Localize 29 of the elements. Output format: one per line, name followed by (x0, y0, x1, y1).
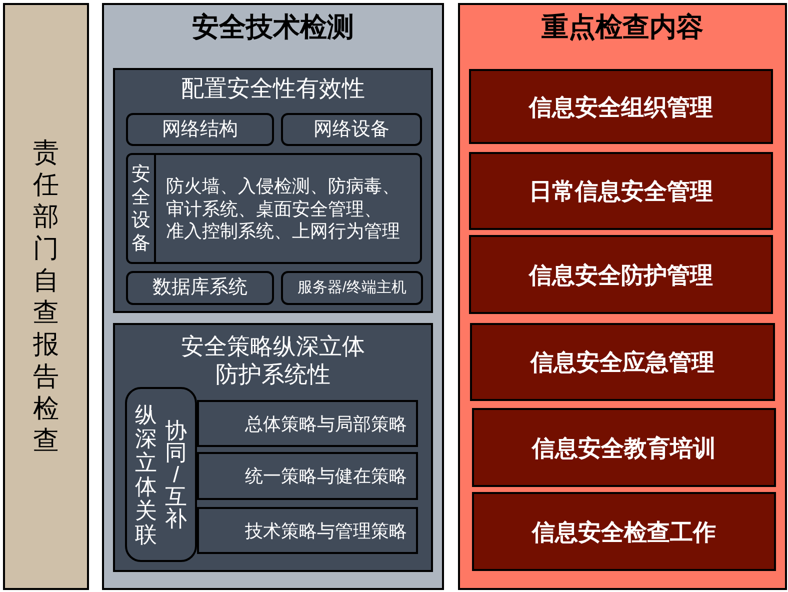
panel (102, 3, 444, 590)
item-box: 技术策略与管理策略 (197, 507, 418, 554)
item-box: 统一策略与健在策略 (197, 452, 418, 500)
side-label: 安全设备 (128, 155, 156, 262)
item-box: 信息安全教育培训 (472, 408, 776, 487)
panel (458, 3, 787, 590)
panel-title: 重点检查内容 (542, 11, 704, 43)
vertical-text: 纵深立体关联 (134, 402, 158, 546)
item-box: 信息安全检查工作 (472, 492, 776, 571)
item-box: 信息安全防护管理 (469, 235, 773, 314)
item-box: 信息安全应急管理 (470, 323, 775, 401)
section-panel (113, 68, 433, 313)
item-box: 总体策略与局部策略 (197, 400, 418, 447)
item-box: 网络结构 (126, 113, 274, 146)
item-box (126, 153, 422, 264)
item-box: 网络设备 (281, 113, 422, 146)
vertical-text: 协同/互补 (164, 420, 188, 530)
item-box: 数据库系统 (126, 271, 274, 305)
item-box: 服务器/终端主机 (281, 271, 423, 305)
rounded-box (125, 387, 197, 562)
section-title: 配置安全性有效性 (181, 74, 365, 102)
band-title: 责任部门自查报告检查 (32, 136, 60, 456)
item-box: 信息安全组织管理 (469, 69, 773, 144)
side-band (3, 3, 89, 590)
description-text: 防火墙、入侵检测、防病毒、审计系统、桌面安全管理、准入控制系统、上网行为管理 (166, 175, 401, 242)
section-panel (113, 323, 433, 572)
item-box: 日常信息安全管理 (469, 152, 773, 230)
panel-title: 安全技术检测 (192, 11, 354, 43)
section-title: 安全策略纵深立体防护系统性 (180, 332, 366, 388)
